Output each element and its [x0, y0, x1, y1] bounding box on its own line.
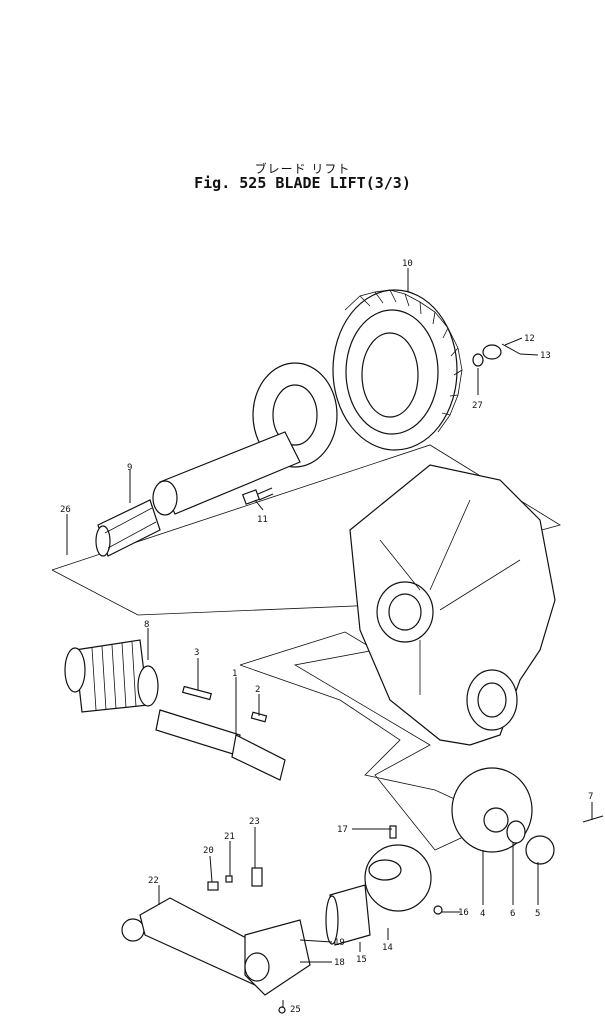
- callout-3: 3: [194, 648, 199, 658]
- callout-labels: 10 12 13 27 9 26 11 8 3 1 2 7 17 23 21 2…: [60, 259, 593, 1015]
- figure-title: Fig. 525 BLADE LIFT(3/3): [194, 174, 411, 192]
- bushing-15: [325, 884, 371, 946]
- pinion-gear-4: [451, 767, 604, 865]
- leader-lines: [66, 268, 593, 1008]
- shaft-1: [155, 685, 286, 781]
- callout-18: 18: [334, 958, 345, 968]
- callout-26: 26: [60, 505, 71, 515]
- callout-17: 17: [337, 825, 348, 835]
- gear-housing: [349, 464, 556, 746]
- callout-20: 20: [203, 846, 214, 856]
- callout-4: 4: [480, 909, 485, 919]
- callout-11: 11: [257, 515, 268, 525]
- callout-10: 10: [402, 259, 413, 269]
- callout-23: 23: [249, 817, 260, 827]
- callout-25: 25: [290, 1005, 301, 1015]
- callout-14: 14: [382, 943, 393, 953]
- callout-7: 7: [588, 792, 593, 802]
- callout-9: 9: [127, 463, 132, 473]
- callout-2: 2: [255, 685, 260, 695]
- small-hardware: [207, 825, 443, 1014]
- flange-shaft: [95, 362, 338, 557]
- callout-6: 6: [510, 909, 515, 919]
- callout-12: 12: [524, 334, 535, 344]
- callout-13: 13: [540, 351, 551, 361]
- lever-arm-22: [121, 897, 311, 996]
- callout-22: 22: [148, 876, 159, 886]
- callout-1: 1: [232, 669, 237, 679]
- callout-21: 21: [224, 832, 235, 842]
- callout-19: 19: [334, 938, 345, 948]
- worm-8: [64, 639, 159, 713]
- bevel-gear-10: [332, 289, 463, 451]
- nut-and-washer: [472, 343, 521, 367]
- callout-8: 8: [144, 620, 149, 630]
- figure-subtitle-japanese: ブレード リフト: [254, 162, 351, 176]
- callout-15: 15: [356, 955, 367, 965]
- cap-14: [364, 844, 432, 912]
- callout-27: 27: [472, 401, 483, 411]
- callout-16: 16: [458, 908, 469, 918]
- callout-5: 5: [535, 909, 540, 919]
